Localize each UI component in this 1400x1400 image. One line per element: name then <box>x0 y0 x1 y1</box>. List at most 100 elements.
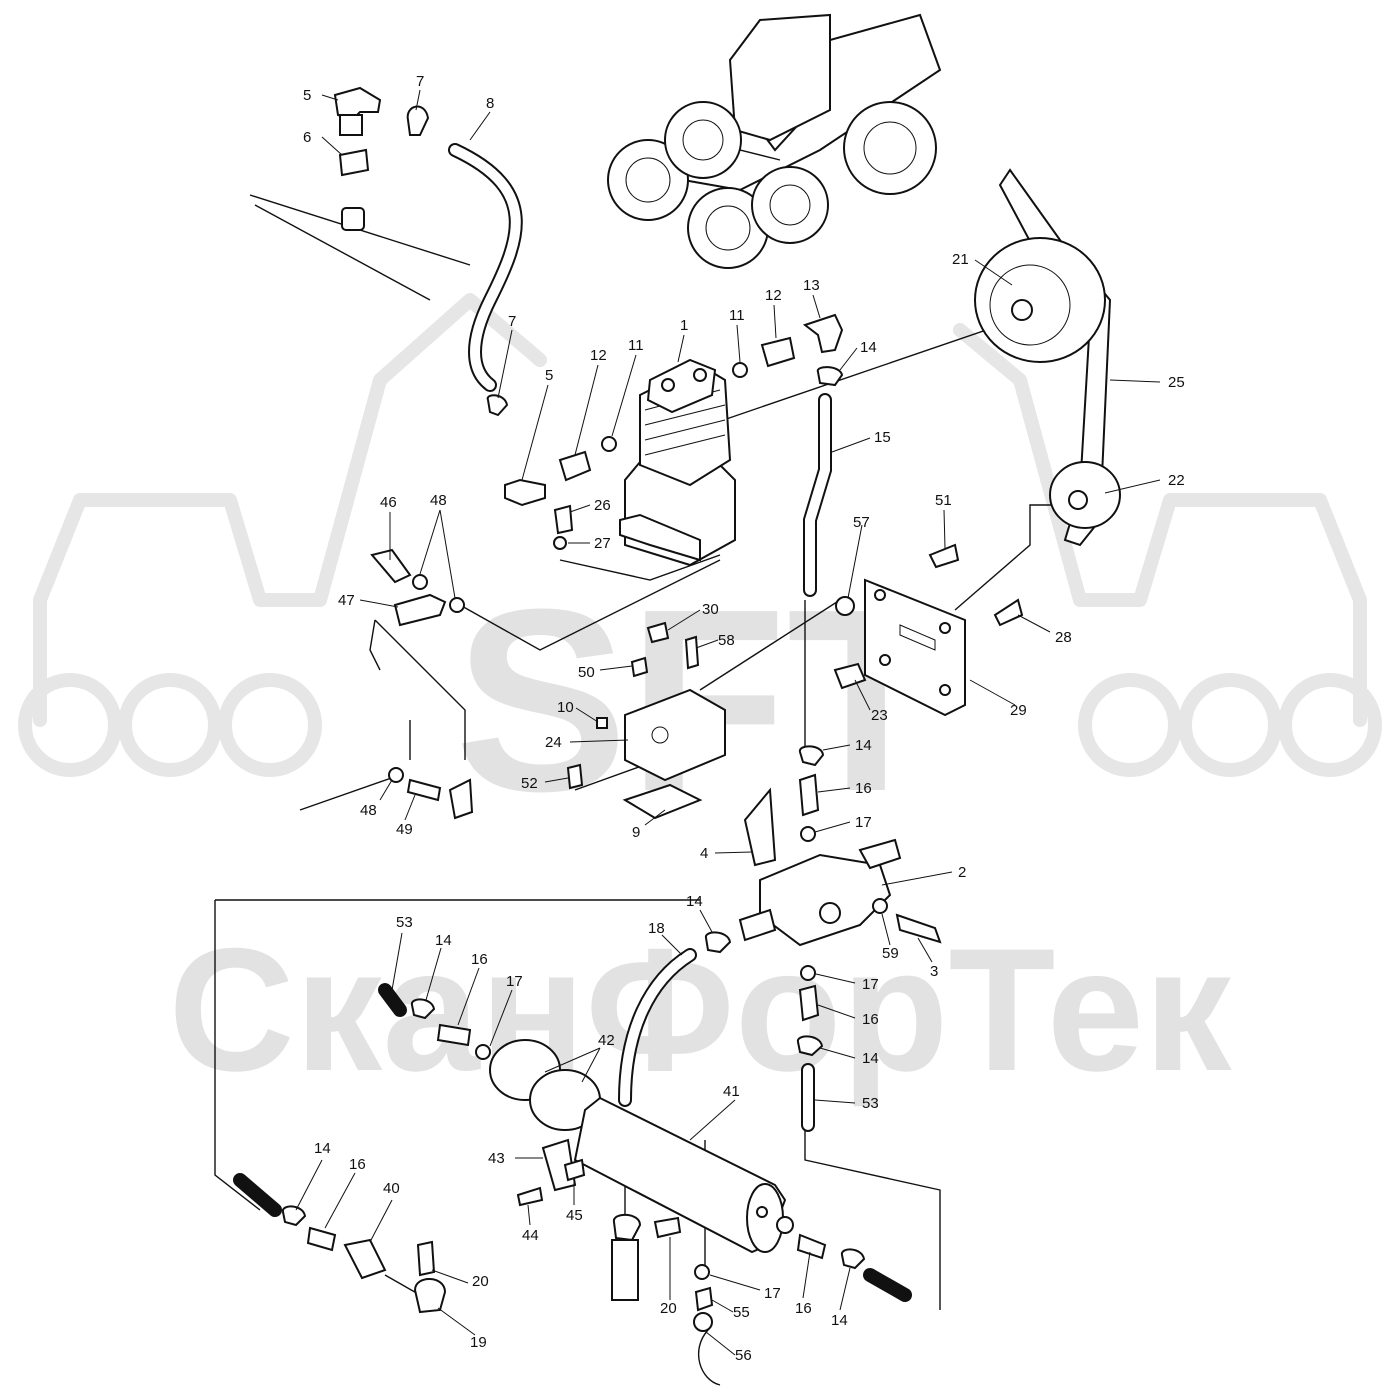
callout-label: 8 <box>486 95 494 112</box>
watermark-machine-left <box>18 293 547 777</box>
callout-label: 59 <box>882 945 899 962</box>
bolt-26 <box>553 504 574 535</box>
washer-48c <box>388 767 404 783</box>
callout-label: 14 <box>862 1050 879 1067</box>
callout-label: 17 <box>764 1285 781 1302</box>
callout-label: 25 <box>1168 374 1185 391</box>
hose-53-upper <box>378 983 407 1017</box>
bracket-plate-group <box>833 543 1024 717</box>
callout-label: 16 <box>862 1011 879 1028</box>
callout-label: 14 <box>314 1140 331 1157</box>
callout-label: 53 <box>396 914 413 931</box>
washer-17b <box>800 965 816 981</box>
callout-label: 14 <box>686 893 703 910</box>
bolt-20a <box>416 1240 436 1277</box>
callout-label: 20 <box>472 1273 489 1290</box>
washer-57 <box>835 596 855 616</box>
hose-end <box>611 1239 639 1301</box>
bolt-51 <box>928 543 960 569</box>
callout-label: 23 <box>871 707 888 724</box>
callout-label: 44 <box>522 1227 539 1244</box>
lower-left-group <box>282 1205 447 1314</box>
callout-label: 40 <box>383 1180 400 1197</box>
watermark-brand: СканФорТек <box>168 913 1232 1108</box>
callout-label: 14 <box>855 737 872 754</box>
callout-label: 13 <box>803 277 820 294</box>
bracket-4 <box>743 787 777 867</box>
union-12a <box>558 450 592 482</box>
callout-label: 53 <box>862 1095 879 1112</box>
nut-50 <box>630 656 649 678</box>
callout-label: 22 <box>1168 472 1185 489</box>
callout-label: 11 <box>628 337 644 354</box>
washer-17a <box>800 826 816 842</box>
callout-label: 9 <box>632 824 640 841</box>
callout-label: 17 <box>855 814 872 831</box>
callout-label: 14 <box>831 1312 848 1329</box>
bolt-44 <box>516 1186 544 1207</box>
clamp-14g <box>841 1248 866 1270</box>
callout-label: 20 <box>660 1300 677 1317</box>
belt-drive <box>974 168 1121 547</box>
bolt-28 <box>993 598 1024 627</box>
elbow-5b <box>504 478 546 507</box>
callout-label: 17 <box>506 973 523 990</box>
callout-labels: 5 7 8 6 7 5 12 11 1 11 12 13 14 15 21 25… <box>303 73 1185 1364</box>
compressor-group <box>333 86 844 567</box>
bolt-46 <box>370 548 412 584</box>
clamp-14a <box>816 366 844 387</box>
callout-label: 58 <box>718 632 735 649</box>
callout-label: 28 <box>1055 629 1072 646</box>
callout-label: 2 <box>958 864 966 881</box>
callout-label: 14 <box>435 932 452 949</box>
clamp-7a <box>406 105 430 136</box>
clamp-14c <box>705 931 732 954</box>
callout-label: 6 <box>303 129 311 146</box>
union-40 <box>343 1238 387 1280</box>
callout-label: 12 <box>765 287 782 304</box>
callout-label: 16 <box>795 1300 812 1317</box>
callout-label: 14 <box>860 339 877 356</box>
callout-label: 7 <box>508 313 516 330</box>
callout-label: 43 <box>488 1150 505 1167</box>
hose-lower-left <box>233 1173 282 1217</box>
nut-6 <box>338 148 370 177</box>
callout-label: 5 <box>545 367 553 384</box>
callout-label: 48 <box>430 492 447 509</box>
callout-label: 51 <box>935 492 952 509</box>
washer-17d <box>694 1264 710 1280</box>
clamp-7b <box>486 394 509 417</box>
gasket-9 <box>622 783 703 820</box>
callout-label: 56 <box>735 1347 752 1364</box>
callout-label: 29 <box>1010 702 1027 719</box>
screw-52 <box>566 763 584 790</box>
nipple-16d <box>306 1226 337 1252</box>
callout-label: 42 <box>598 1032 615 1049</box>
callout-label: 46 <box>380 494 397 511</box>
callout-label: 15 <box>874 429 891 446</box>
callout-label: 41 <box>723 1083 740 1100</box>
plug-55 <box>694 1286 714 1312</box>
callout-label: 21 <box>952 251 969 268</box>
callout-label: 18 <box>648 920 665 937</box>
nipple-49 <box>406 778 442 802</box>
washer-59 <box>872 898 888 914</box>
receiver-tank-group <box>411 998 866 1332</box>
callout-label: 30 <box>702 601 719 618</box>
union-12b <box>760 336 796 368</box>
washer-48b <box>449 597 465 613</box>
washer-27 <box>553 536 567 550</box>
washer-17c <box>475 1044 491 1060</box>
nipple-16a <box>798 773 820 817</box>
callout-label: 5 <box>303 87 311 104</box>
nipple-16e <box>796 1233 827 1260</box>
clamp-14e <box>797 1035 824 1057</box>
callout-label: 55 <box>733 1304 750 1321</box>
callout-label: 16 <box>349 1156 366 1173</box>
pipe-group-left <box>369 548 474 820</box>
callout-leaders <box>295 89 1161 1356</box>
nut-45 <box>563 1158 586 1182</box>
bolt-20b <box>653 1216 682 1239</box>
fitting-47 <box>393 593 447 627</box>
clamp-14h <box>613 1213 642 1242</box>
